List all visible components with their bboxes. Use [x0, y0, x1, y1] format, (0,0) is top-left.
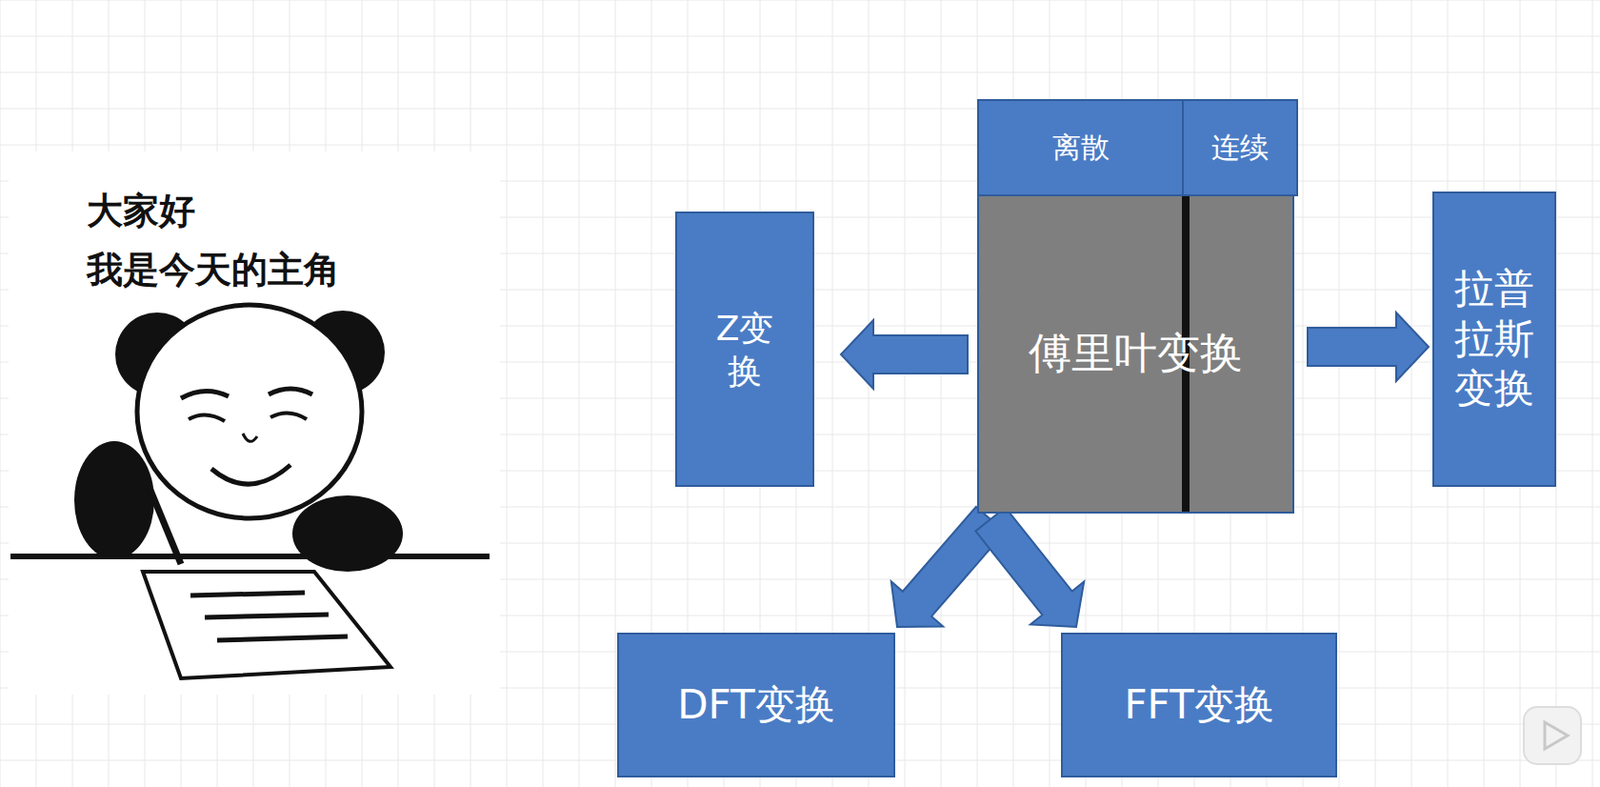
meme-caption: 大家好	[86, 186, 196, 236]
grid-line	[1375, 0, 1377, 787]
grid-line	[1592, 0, 1594, 787]
block-arrow	[1307, 312, 1429, 381]
transform-box: DFT变换	[617, 632, 896, 778]
grid-line	[0, 0, 1, 787]
node-text: FFT变换	[1123, 680, 1274, 731]
paper-sheet	[142, 571, 391, 679]
node-text: 连续	[1211, 129, 1269, 166]
paper-line	[217, 636, 348, 640]
play-icon	[1523, 706, 1581, 764]
grid-line	[1411, 0, 1413, 787]
grid-line	[579, 0, 580, 787]
node-text: Z变换	[708, 306, 781, 393]
transform-box: FFT变换	[1060, 632, 1338, 778]
grid-line	[0, 72, 1600, 74]
grid-line	[0, 36, 1600, 38]
grid-line	[0, 0, 1600, 1]
transform-box: Z变换	[675, 211, 815, 487]
grid-line	[0, 108, 1600, 110]
panda-eye	[270, 412, 307, 420]
pen	[144, 476, 181, 564]
grid-line	[615, 0, 617, 787]
divider-line	[1181, 194, 1190, 512]
grid-line	[1339, 0, 1340, 787]
transform-box: 傅里叶变换 离散 连续	[977, 99, 1295, 514]
node-text: 离散	[1052, 129, 1110, 166]
meme-caption: 我是今天的主角	[86, 245, 340, 295]
panda-brow	[180, 390, 229, 399]
node-text: 拉普拉斯变换	[1453, 263, 1536, 415]
transform-box: 拉普拉斯变换	[1432, 191, 1557, 487]
meme-panel	[8, 151, 500, 695]
grid-line	[0, 144, 1600, 146]
panda-mouth	[211, 464, 291, 484]
panda-brow	[268, 388, 313, 395]
header-cell: 离散	[977, 99, 1184, 197]
block-arrow	[975, 507, 1084, 627]
panda-arm	[74, 440, 155, 560]
table-line	[10, 553, 490, 560]
grid-line	[904, 0, 906, 787]
panda-arm	[292, 495, 403, 572]
paper-line	[204, 614, 329, 618]
paper-line	[190, 592, 305, 596]
grid-line	[542, 0, 544, 787]
panda-nose	[242, 433, 258, 441]
panda-eye	[188, 414, 225, 421]
panda-head	[137, 304, 362, 519]
block-arrow	[840, 320, 968, 389]
play-icon-triangle	[1544, 721, 1568, 749]
grid-line	[940, 0, 942, 787]
grid-line	[506, 0, 508, 787]
header-cell: 连续	[1181, 99, 1299, 197]
panda-illustration	[10, 304, 490, 679]
node-text: 傅里叶变换	[1028, 326, 1243, 380]
node-text: DFT变换	[677, 680, 835, 731]
play-icon-frame	[1523, 706, 1581, 764]
